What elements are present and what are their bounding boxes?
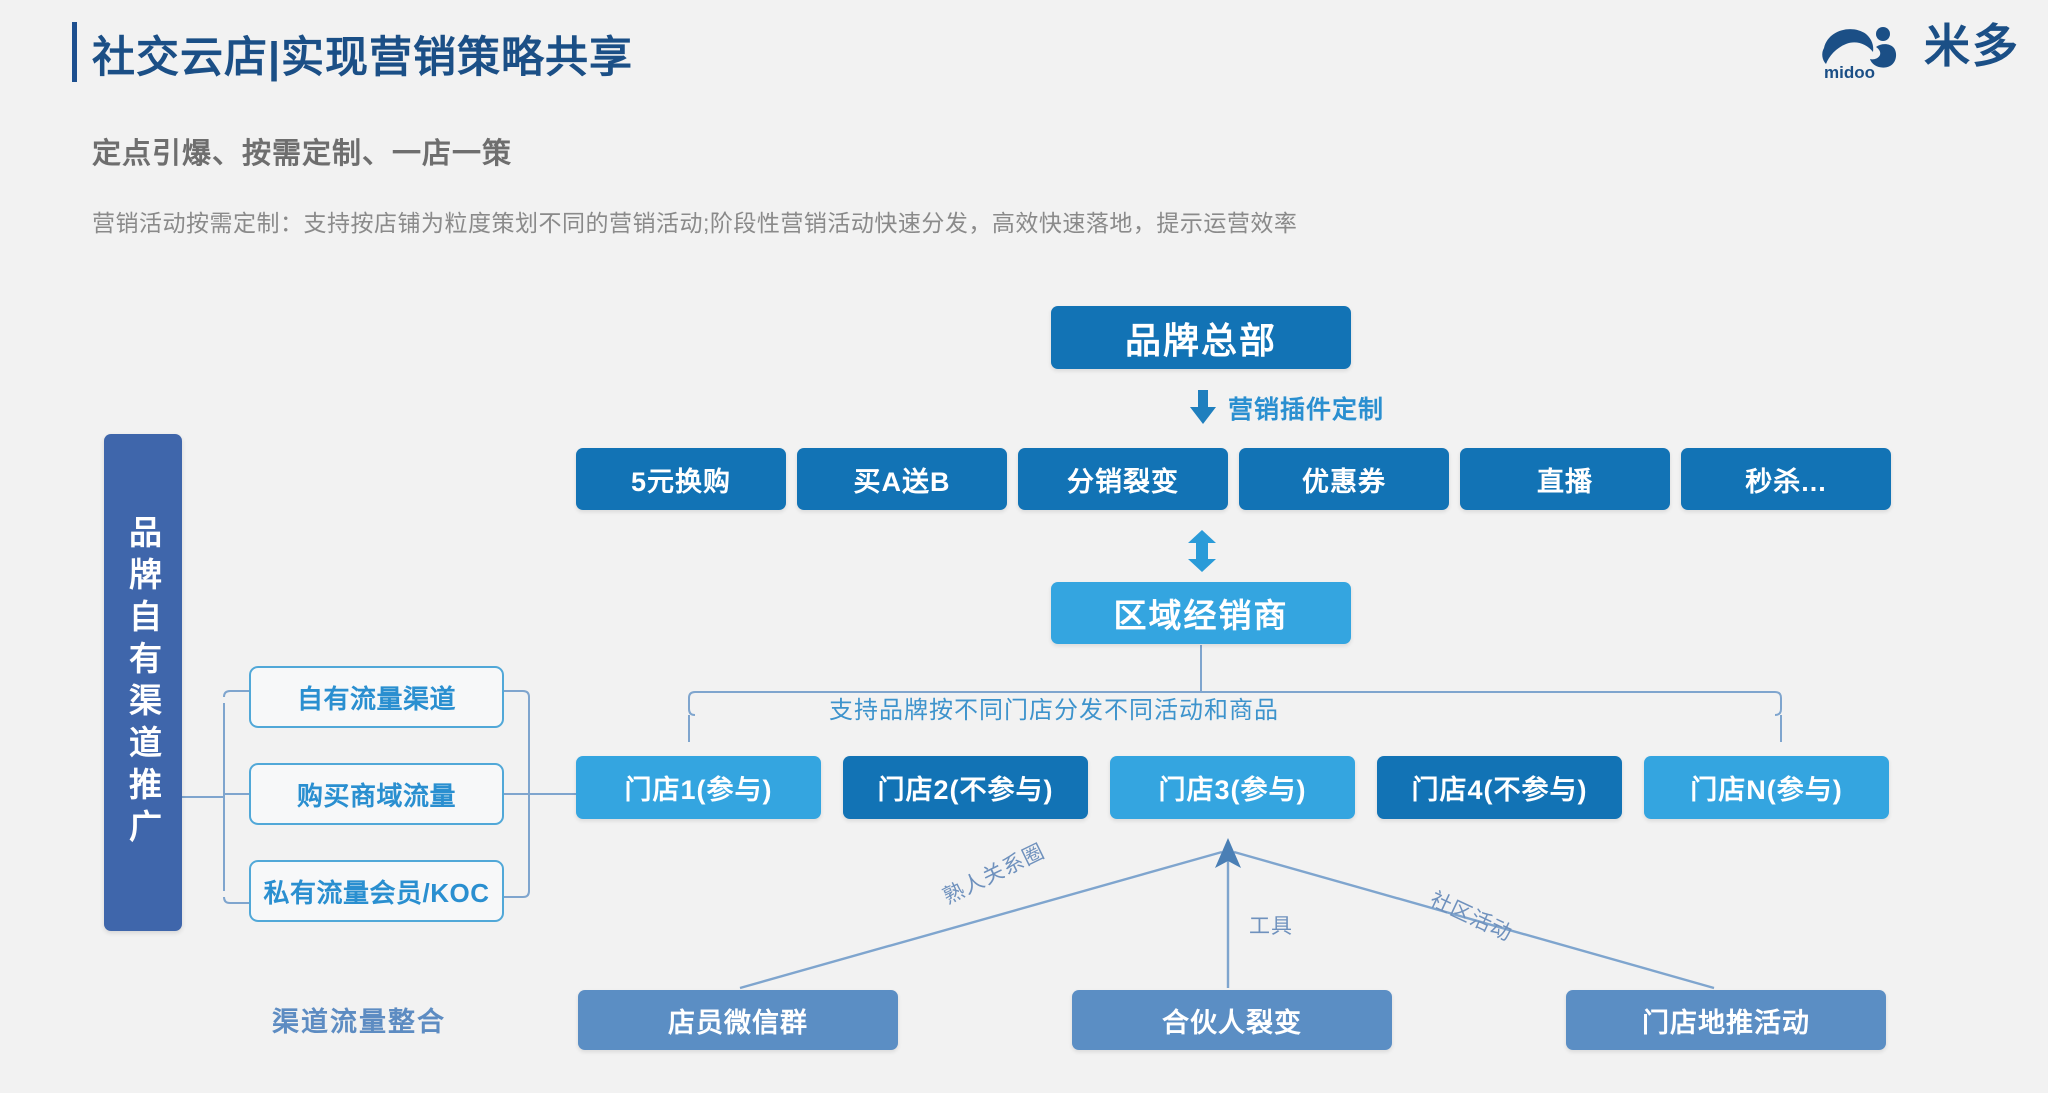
node-store-4[interactable]: 门店4(不参与) [1377, 756, 1622, 819]
node-regional-distributor[interactable]: 区域经销商 [1051, 582, 1351, 644]
node-source-partner-fission[interactable]: 合伙人裂变 [1072, 990, 1392, 1050]
node-plugin-1[interactable]: 买A送B [797, 448, 1007, 510]
node-plugin-5[interactable]: 秒杀... [1681, 448, 1891, 510]
brand-owned-channel-bar: 品牌自有渠道推广 [104, 434, 182, 931]
arrow-up-down-icon [1188, 530, 1216, 572]
edge-label-community: 社区活动 [1426, 887, 1516, 946]
node-plugin-4[interactable]: 直播 [1460, 448, 1670, 510]
node-source-staff-wechat-group[interactable]: 店员微信群 [578, 990, 898, 1050]
page-title: 社交云店|实现营销策略共享 [92, 34, 634, 82]
section-heading: 定点引爆、按需定制、一店一策 [92, 138, 513, 170]
node-channel-paid[interactable]: 购买商域流量 [249, 763, 504, 825]
logo-wordmark: 米多 [1924, 20, 2020, 72]
plugin-customization-label: 营销插件定制 [1228, 396, 1385, 424]
logo-sub-text: midoo [1824, 63, 1875, 80]
brand-logo: midoo 米多 [1818, 18, 2020, 82]
node-plugin-0[interactable]: 5元换购 [576, 448, 786, 510]
node-store-2[interactable]: 门店2(不参与) [843, 756, 1088, 819]
bracket-label: 支持品牌按不同门店分发不同活动和商品 [0, 690, 2048, 725]
edge-label-tool: 工具 [1249, 915, 1293, 938]
edge-label-acquaintance: 熟人关系圈 [939, 839, 1049, 909]
node-channel-owned[interactable]: 自有流量渠道 [249, 666, 504, 728]
brand-bar-label: 品牌自有渠道推广 [124, 514, 162, 851]
node-store-n[interactable]: 门店N(参与) [1644, 756, 1889, 819]
arrow-down-icon [1190, 390, 1216, 424]
node-brand-hq[interactable]: 品牌总部 [1051, 306, 1351, 369]
node-store-3[interactable]: 门店3(参与) [1110, 756, 1355, 819]
node-channel-private[interactable]: 私有流量会员/KOC [249, 860, 504, 922]
title-accent-rule [72, 22, 77, 82]
node-source-store-promotion[interactable]: 门店地推活动 [1566, 990, 1886, 1050]
arrow-head-up [1215, 838, 1241, 868]
node-plugin-3[interactable]: 优惠券 [1239, 448, 1449, 510]
traffic-integration-label: 渠道流量整合 [272, 1007, 446, 1037]
node-store-1[interactable]: 门店1(参与) [576, 756, 821, 819]
bracket-label-text: 支持品牌按不同门店分发不同活动和商品 [829, 697, 1279, 724]
node-plugin-2[interactable]: 分销裂变 [1018, 448, 1228, 510]
cloud-person-icon: midoo [1818, 18, 1914, 82]
section-description: 营销活动按需定制：支持按店铺为粒度策划不同的营销活动;阶段性营销活动快速分发，高… [92, 210, 1298, 236]
